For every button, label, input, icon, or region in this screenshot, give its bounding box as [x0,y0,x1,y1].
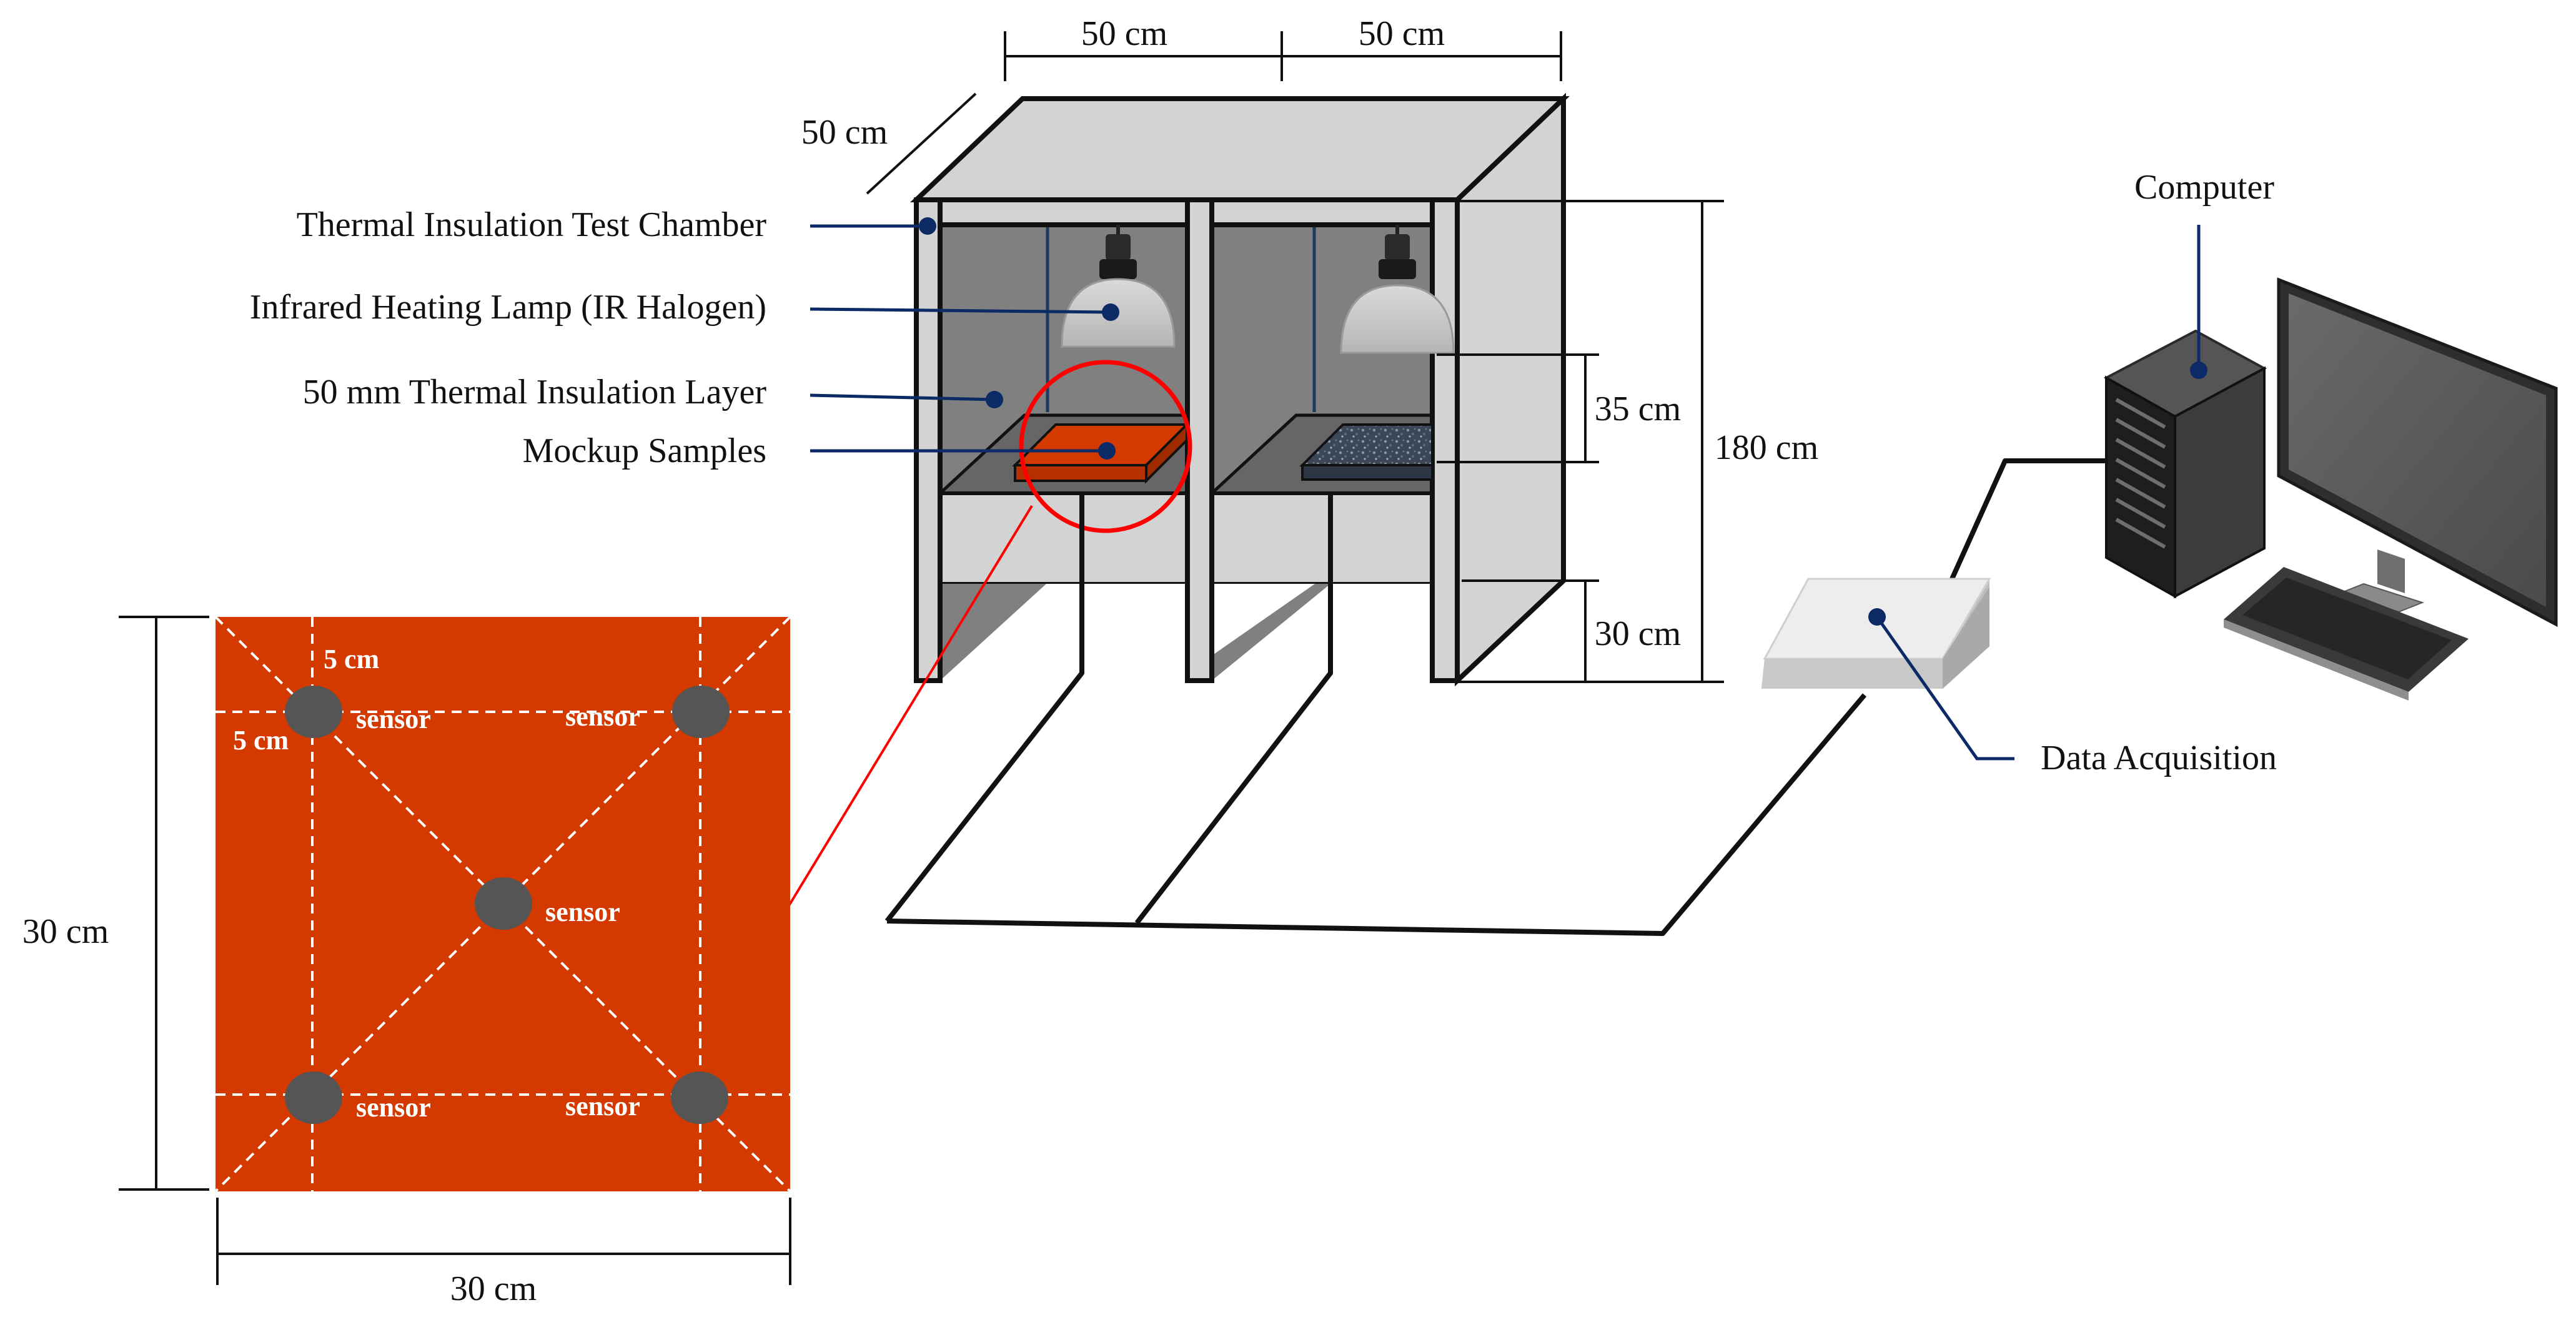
base-mid-wall-shadow [1212,584,1330,681]
daq-side-face [1943,587,1989,689]
sample-highlight-circle [1019,360,1192,533]
test-chamber [910,92,1570,687]
label-samples: Mockup Samples [523,431,766,470]
computer [2103,277,2558,701]
callout-dots [919,217,2207,626]
sensor-label-top-left: sensor [356,704,431,734]
sensor-label-bottom-right: sensor [565,1091,640,1121]
sensor-bottom-right [671,1071,728,1124]
cable-to-computer [1928,458,2106,629]
chamber-post-left [914,197,943,683]
data-acquisition-device [1761,578,1991,689]
dim-width-right: 50 cm [1359,14,1445,53]
zoom-connector-line [787,505,1033,908]
keyboard [2224,567,2469,701]
sensor-label-bottom-left: sensor [356,1092,431,1123]
base-left-wall-shadow [940,584,1046,681]
computer-tower [2103,329,2267,599]
sensor-top-right [672,686,730,738]
daq-front-face [1761,659,1943,689]
monitor [2277,277,2558,628]
dim-height-base: 30 cm [1595,614,1681,653]
sensor-cables [884,458,2106,936]
chamber-top-face [910,96,1570,202]
ir-lamp-right [1340,225,1455,354]
cable-right-drop [1134,493,1333,925]
label-insulation: 50 mm Thermal Insulation Layer [303,373,767,411]
label-lamp: Infrared Heating Lamp (IR Halogen) [250,288,766,327]
dim-offset-top: 5 cm [324,644,379,674]
cable-to-daq [886,693,1867,936]
dim-height-compartment: 35 cm [1595,390,1681,428]
label-computer: Computer [2134,168,2274,207]
sensor-center [475,877,532,930]
dim-height-total: 180 cm [1715,428,1818,467]
cable-left-drop [884,493,1084,923]
chamber-post-right [1430,197,1460,683]
base-cavity-right [1212,584,1432,681]
sample-dimensions [119,616,791,1285]
chamber-right-face [1455,92,1566,687]
chamber-dimensions [866,31,1724,683]
label-data-acquisition: Data Acquisition [2041,739,2277,777]
dim-sample-height: 30 cm [22,912,109,951]
sensor-top-left [285,686,342,738]
label-chamber: Thermal Insulation Test Chamber [297,205,767,244]
sample-detail: sensor sensor sensor sensor sensor 5 cm … [214,616,791,1193]
dim-offset-left: 5 cm [233,725,289,756]
dim-sample-width: 30 cm [450,1269,537,1308]
dim-depth: 50 cm [801,113,888,152]
sensor-label-center: sensor [545,897,620,927]
sensor-markers [285,686,730,1124]
sensor-label-top-right: sensor [565,701,640,732]
chamber-callouts [810,224,2201,761]
sensor-bottom-left [285,1071,342,1124]
dim-width-left: 50 cm [1081,14,1167,53]
mockup-sample-speckled [1299,423,1434,481]
